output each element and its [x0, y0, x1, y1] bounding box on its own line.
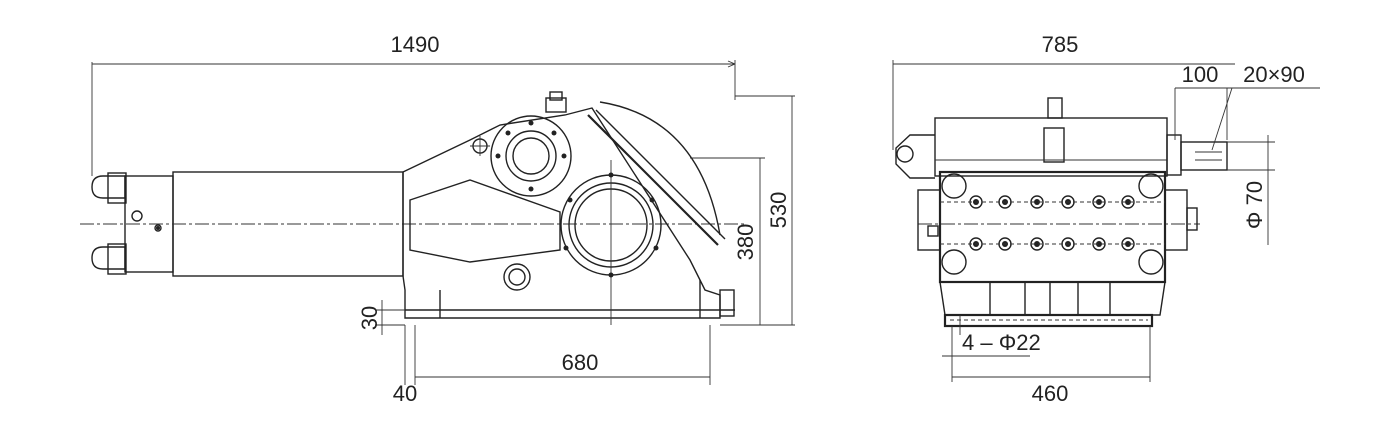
label-20x90: 20×90	[1243, 62, 1305, 87]
cylinder-body	[80, 171, 745, 277]
drive-shaft	[1166, 134, 1228, 176]
label-100: 100	[1182, 62, 1219, 87]
label-mount-holes: 4 – Φ22	[962, 330, 1041, 355]
bolt-pattern	[940, 195, 1165, 251]
dim-base-width: 460	[951, 326, 1151, 406]
dim-heights: 380 530	[690, 95, 795, 326]
dim-base-thickness: 30	[357, 300, 405, 335]
label-40: 40	[393, 381, 417, 406]
label-680: 680	[562, 350, 599, 375]
label-1490: 1490	[391, 32, 440, 57]
dim-shaft-length: 100 20×90	[1174, 62, 1320, 151]
end-view: 785	[892, 32, 1320, 406]
dim-base-spacing: 680 40	[393, 325, 711, 406]
label-phi70: Φ 70	[1242, 181, 1267, 229]
dim-overall-length: 1490	[91, 32, 736, 176]
plunger-heads	[91, 172, 174, 275]
end-base	[939, 281, 1166, 335]
label-530: 530	[766, 192, 791, 229]
dim-mount-holes: 4 – Φ22	[942, 330, 1041, 357]
label-460: 460	[1032, 381, 1069, 406]
crank-housing	[402, 91, 735, 325]
label-30: 30	[357, 306, 382, 330]
dim-shaft-dia: Φ 70	[1227, 135, 1275, 245]
end-body	[895, 97, 1200, 284]
label-380: 380	[733, 224, 758, 261]
side-view: 1490	[80, 32, 795, 406]
dim-overall-width: 785	[892, 32, 1235, 150]
label-785: 785	[1042, 32, 1079, 57]
